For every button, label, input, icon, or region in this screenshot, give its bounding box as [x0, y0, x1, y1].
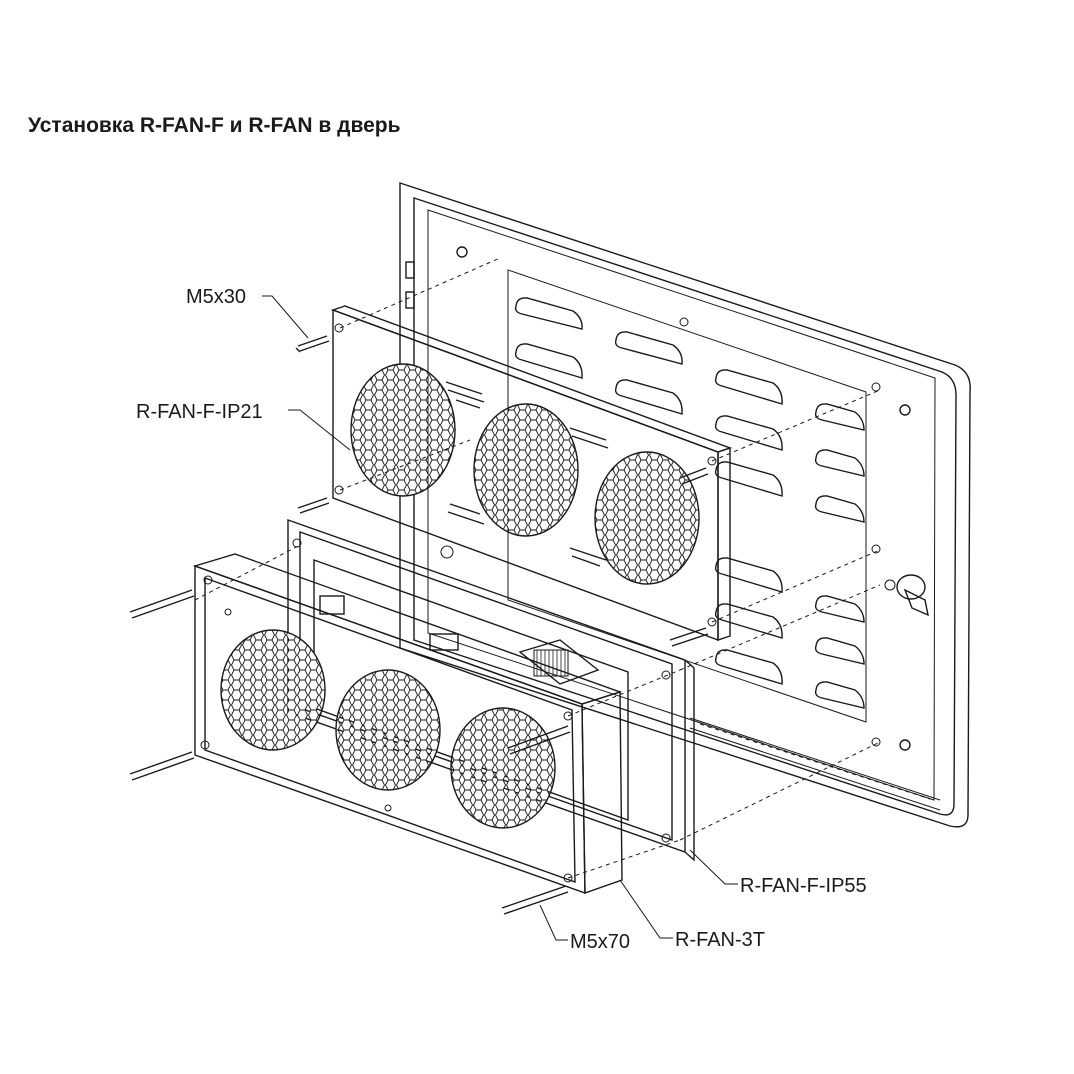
door-lock [884, 574, 929, 617]
door-louvers [514, 297, 865, 709]
alignment-lines [194, 257, 881, 879]
filter-grille-3 [594, 451, 700, 585]
callout-m5x70: M5x70 [570, 931, 630, 953]
fan-grille-2 [335, 669, 441, 791]
screws [129, 335, 709, 915]
door [399, 182, 971, 828]
callout-r-fan-f-ip21: R-FAN-F-IP21 [136, 401, 263, 423]
callout-r-fan-f-ip55: R-FAN-F-IP55 [740, 875, 867, 897]
filter-grille-2 [473, 403, 579, 537]
page-title: Установка R-FAN-F и R-FAN в дверь [28, 114, 401, 137]
fan-unit [192, 553, 623, 894]
leader-lines [262, 295, 738, 941]
fan-grille-1 [220, 629, 326, 751]
fan-grille-3 [450, 707, 556, 829]
filter-grille-1 [350, 363, 456, 497]
filter-ip21 [330, 305, 733, 642]
callout-m5x30: M5x30 [186, 286, 246, 308]
callout-r-fan-3t: R-FAN-3T [675, 929, 765, 951]
